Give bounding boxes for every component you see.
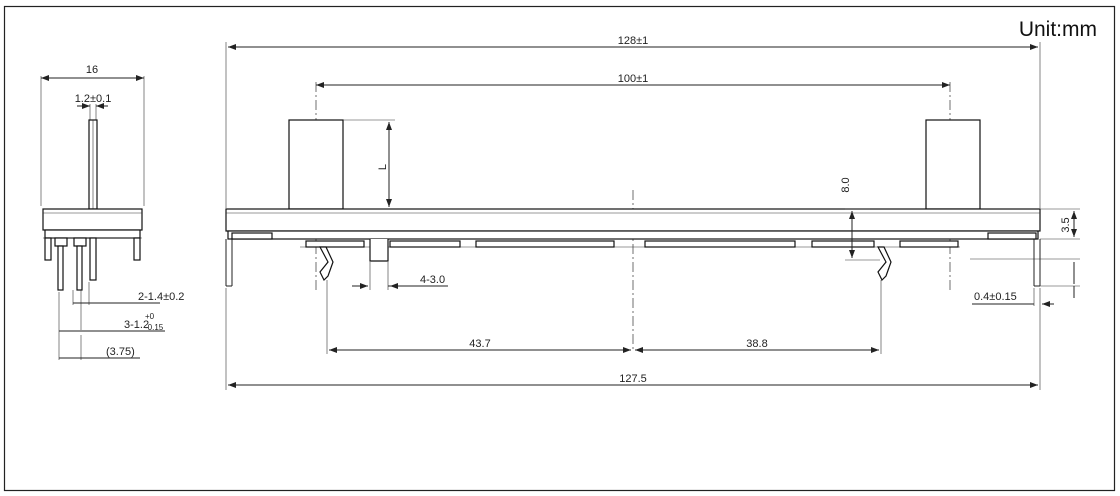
side-terminal [54, 237, 68, 247]
side-terminal [133, 237, 141, 261]
side-terminal [44, 237, 52, 261]
unit-label: Unit:mm [1019, 18, 1097, 41]
side-terminal [89, 237, 97, 281]
overall-length-label: 128±1 [618, 35, 649, 47]
terminal-pitch-b-label: 3-1.2 [124, 319, 149, 331]
travel-label: 100±1 [618, 73, 649, 85]
drawing-frame [3, 5, 1116, 492]
body-height-label: 8.0 [840, 177, 852, 192]
side-terminal [76, 245, 83, 291]
side-body [42, 208, 143, 231]
terminal-pitch-b-tol-upper: +0 [145, 312, 155, 321]
slider-body [225, 208, 1041, 232]
terminal-pitch-a-label: 2-1.4±0.2 [138, 291, 184, 303]
shaft-width-label: 1.2±0.1 [75, 93, 112, 105]
front-view: 128±1 100±1 L [225, 35, 1080, 390]
right-pitch-label: 38.8 [746, 338, 767, 350]
side-view: 16 1.2±0.1 2-1.4±0.2 3-1.2 + [40, 64, 184, 360]
left-pitch-label: 43.7 [469, 338, 490, 350]
lead-width-label: 0.4±0.15 [974, 291, 1017, 303]
mount-length-label: 127.5 [619, 373, 647, 385]
lever-left [288, 119, 344, 210]
side-terminal [57, 245, 64, 291]
side-width-label: 16 [86, 64, 98, 76]
slot-label: 4-3.0 [420, 274, 445, 286]
side-terminal [73, 237, 87, 247]
lever-height-label: L [377, 164, 389, 170]
terminal-pitch-b-tol-lower: -0.15 [145, 323, 164, 332]
thickness-label: 3.5 [1060, 217, 1072, 232]
lever-right [925, 119, 981, 210]
offset-label: (3.75) [106, 346, 135, 358]
